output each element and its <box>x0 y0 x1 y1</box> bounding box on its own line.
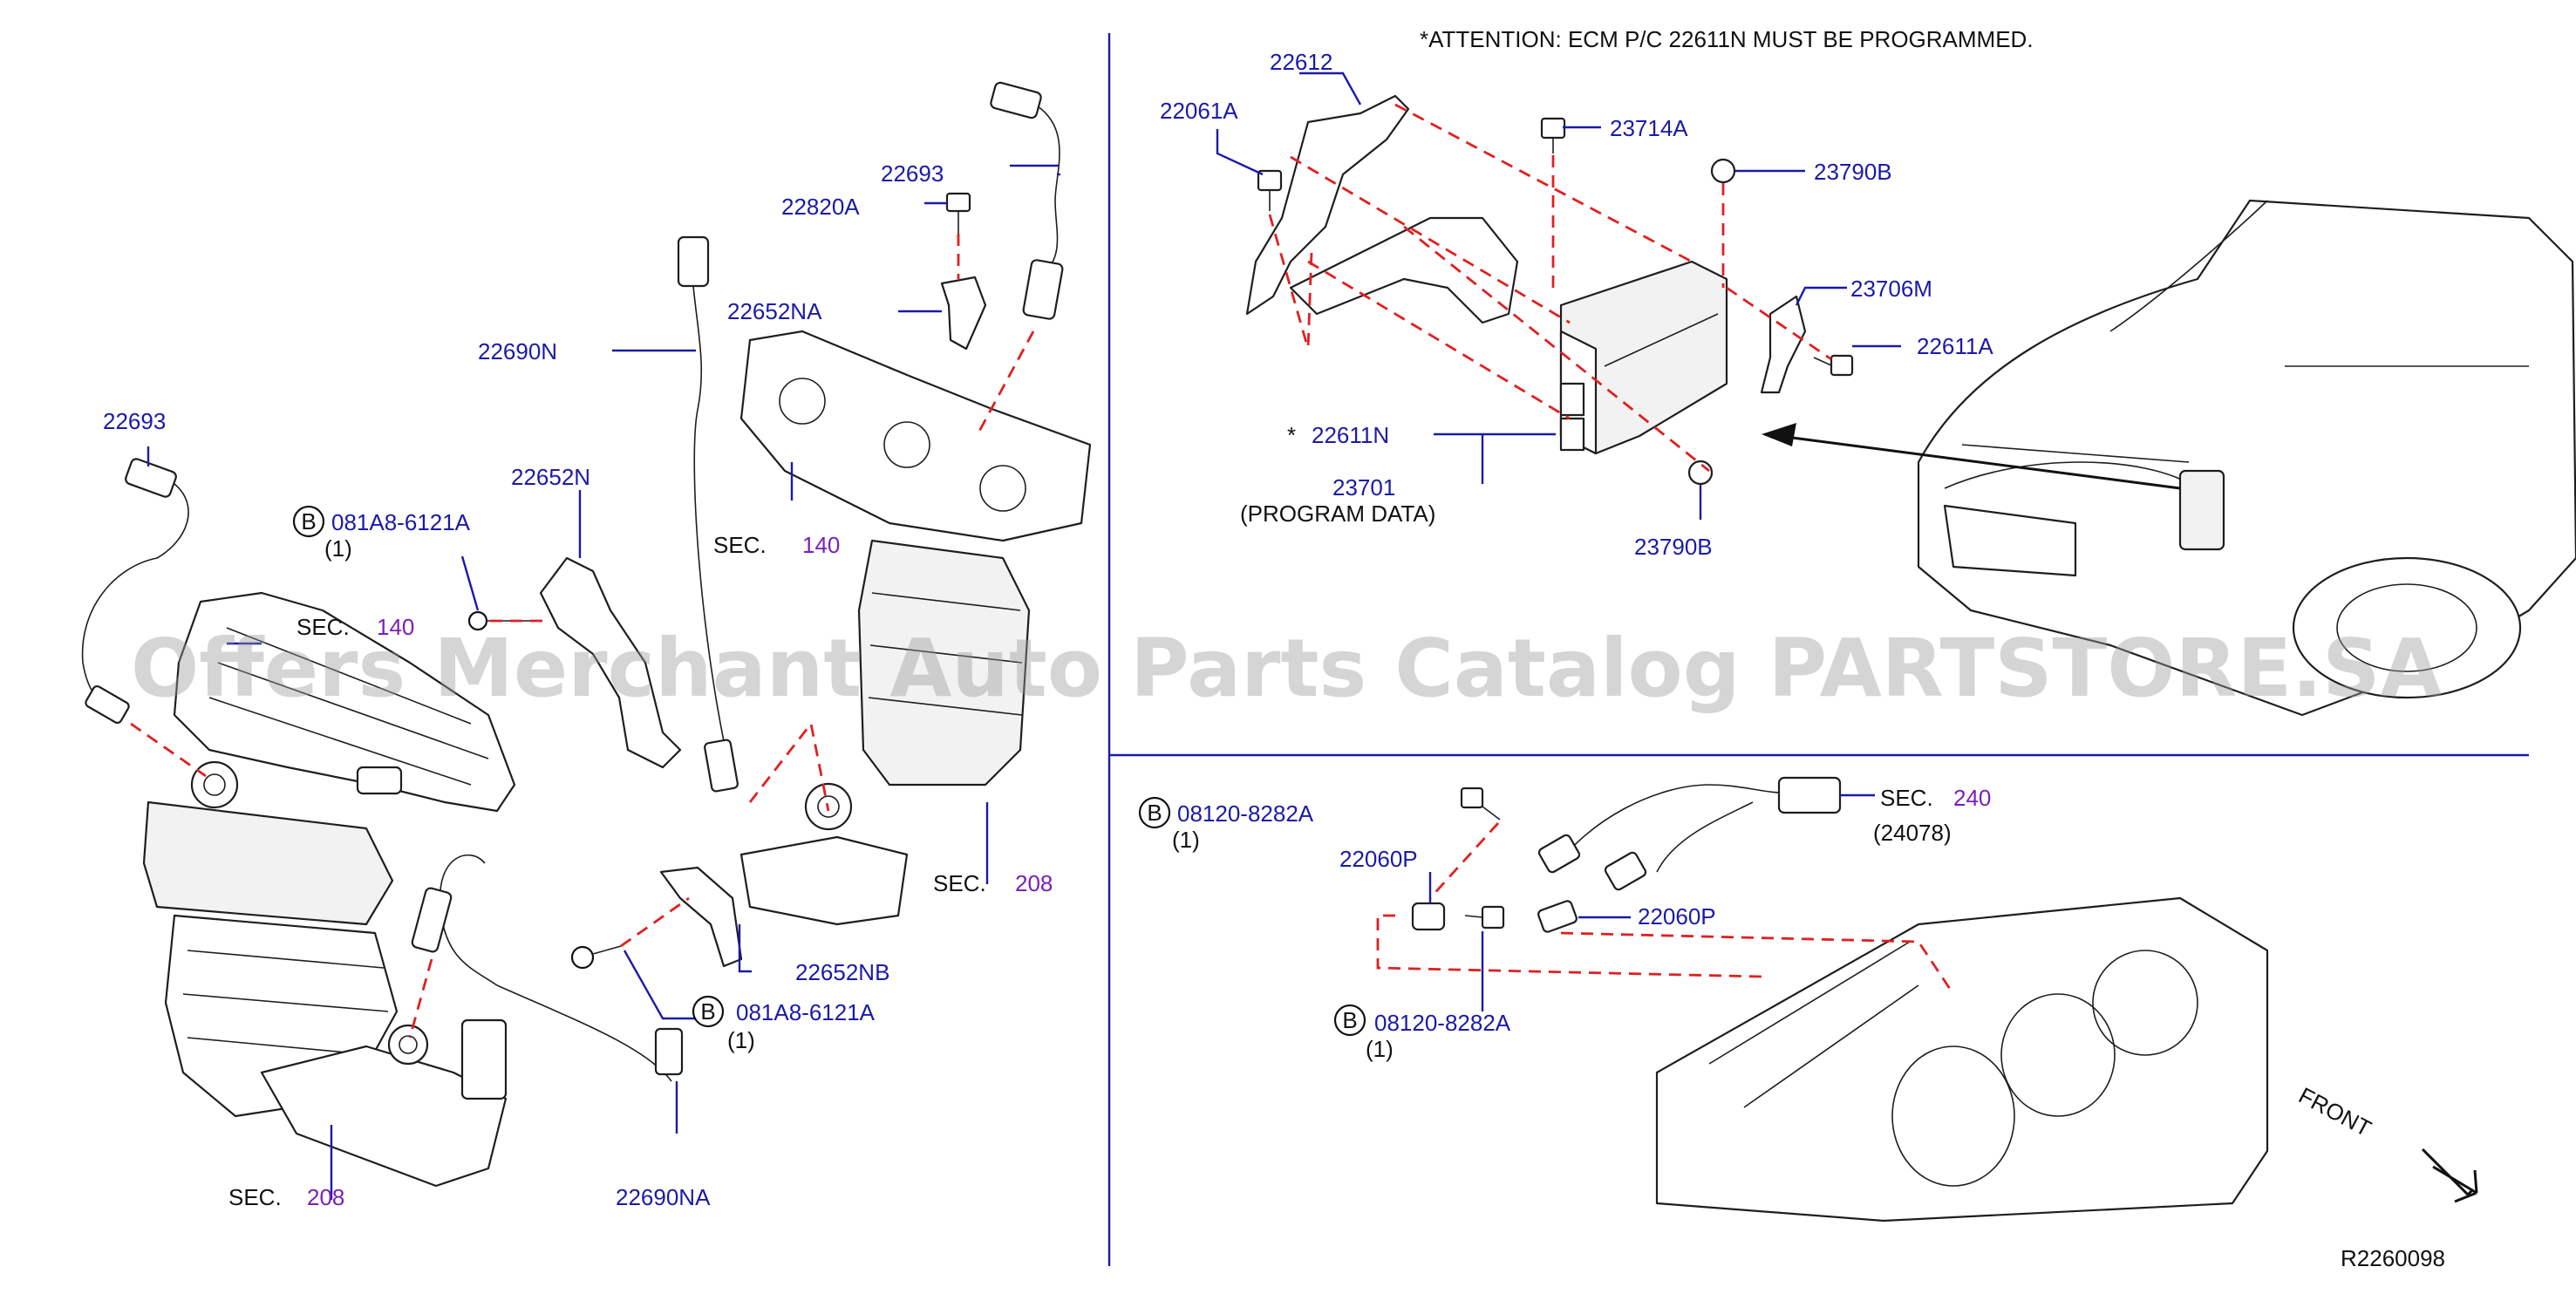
label-sec240-num: 240 <box>1953 785 1991 811</box>
label-22060p-left: 22060P <box>1339 846 1418 872</box>
label-sec240: SEC. <box>1880 785 1933 811</box>
left-leader-lines <box>147 164 1060 1200</box>
label-bolt1: 081A8-6121A <box>331 509 471 535</box>
bolt-22061a <box>1257 169 1283 211</box>
label-22061a: 22061A <box>1160 98 1238 124</box>
label-sec208-a: SEC. <box>933 870 986 896</box>
bracket-23706m <box>1760 295 1807 394</box>
bolt-22611a <box>1813 354 1854 377</box>
ecm-bracket-22612 <box>1245 94 1519 324</box>
label-bolt2-qty: (1) <box>727 1027 755 1053</box>
harness-24078 <box>1537 776 1842 891</box>
label-bolt-08120-top: 08120-8282A <box>1177 800 1314 827</box>
label-22693-left: 22693 <box>103 408 166 434</box>
label-bolt2: 081A8-6121A <box>736 999 876 1025</box>
bracket-22652na <box>940 276 987 351</box>
svg-text:B: B <box>1342 1007 1357 1033</box>
o2-sensor-22690na <box>411 854 684 1082</box>
o2-left-leader <box>130 722 207 778</box>
label-bolt-08120-bottom: 08120-8282A <box>1374 1010 1511 1036</box>
label-22652na: 22652NA <box>727 298 822 324</box>
bolt-081a8-lower <box>570 945 622 970</box>
pointer-arrow <box>1762 423 2181 490</box>
label-front: FRONT <box>2294 1082 2375 1142</box>
engine-block <box>1655 896 2269 1222</box>
label-sec240-sub: (24078) <box>1873 820 1952 846</box>
label-22611n-star: * <box>1287 422 1296 448</box>
crank-sensor-22060p-right <box>1537 900 1578 933</box>
front-arrow <box>2421 1148 2478 1203</box>
label-22820a: 22820A <box>781 194 860 220</box>
left-exhaust-manifold <box>173 591 516 813</box>
label-22612: 22612 <box>1270 49 1332 75</box>
label-program-data: (PROGRAM DATA) <box>1240 501 1435 527</box>
b-marker-2: B <box>692 995 725 1028</box>
nut-23790b-top <box>1710 158 1736 184</box>
attention-note: *ATTENTION: ECM P/C 22611N MUST BE PROGR… <box>1420 26 2034 52</box>
bolt-08120-top <box>1460 787 1501 821</box>
label-22060p-right: 22060P <box>1638 903 1716 930</box>
watermark: Offers Merchant Auto Parts Catalog PARTS… <box>131 622 2443 715</box>
ecm-unit-22611n <box>1559 260 1728 455</box>
label-22693-right: 22693 <box>881 160 944 187</box>
label-23706m: 23706M <box>1850 276 1932 302</box>
bolt-22820a <box>945 192 971 234</box>
bracket-22652nb <box>659 866 743 968</box>
bracket-22652n <box>467 556 682 769</box>
ecm-dashed-leaders <box>1268 103 1832 473</box>
label-22652n: 22652N <box>511 464 590 490</box>
svg-text:B: B <box>301 508 316 535</box>
nut-23790b-bottom <box>1687 460 1714 486</box>
label-22611a: 22611A <box>1917 333 1993 359</box>
label-23701: 23701 <box>1332 474 1395 501</box>
label-22690na: 22690NA <box>616 1184 711 1210</box>
vehicle-illustration <box>1917 199 2576 717</box>
svg-text:B: B <box>1147 800 1162 826</box>
diagram-id: R2260098 <box>2341 1245 2445 1271</box>
bolt-23714a <box>1540 117 1566 153</box>
label-22690n: 22690N <box>478 338 557 364</box>
left-catalytic-converter <box>142 800 508 1188</box>
b-marker-3: B <box>1138 796 1171 829</box>
label-22652nb: 22652NB <box>795 959 889 985</box>
label-23714a: 23714A <box>1610 115 1688 141</box>
label-23790b-bottom: 23790B <box>1634 534 1713 560</box>
o2-sensor-22693-right <box>990 81 1064 320</box>
ecm-leader-lines <box>1216 72 1901 520</box>
svg-text:B: B <box>700 998 715 1025</box>
crank-leader-lines <box>1428 793 1875 1011</box>
label-sec140-a-num: 140 <box>377 614 414 640</box>
crank-dashed-leaders <box>1376 822 1955 995</box>
b-marker-4: B <box>1333 1004 1366 1037</box>
b-marker-1: B <box>292 505 325 538</box>
label-bolt1-qty: (1) <box>324 535 352 562</box>
label-bolt-08120-top-qty: (1) <box>1172 827 1200 853</box>
label-22611n: 22611N <box>1312 422 1389 448</box>
sensor-na-leader <box>408 958 433 1039</box>
label-sec208-b: SEC. <box>228 1184 282 1210</box>
label-sec208-b-num: 208 <box>307 1184 344 1210</box>
right-exhaust-manifold <box>739 330 1092 926</box>
bolt2-leader <box>620 896 690 948</box>
bolt-08120-bottom <box>1464 905 1505 930</box>
o2-sensor-left <box>81 458 189 725</box>
crank-sensor-22060p-left <box>1411 902 1446 931</box>
label-sec140-b: SEC. <box>713 532 767 558</box>
label-sec140-a: SEC. <box>296 614 350 640</box>
label-sec140-b-num: 140 <box>802 532 840 558</box>
label-23790b-top: 23790B <box>1814 159 1892 185</box>
label-bolt-08120-bottom-qty: (1) <box>1366 1036 1394 1062</box>
label-sec208-a-num: 208 <box>1015 870 1053 896</box>
o2-sensor-22690n <box>677 235 739 793</box>
